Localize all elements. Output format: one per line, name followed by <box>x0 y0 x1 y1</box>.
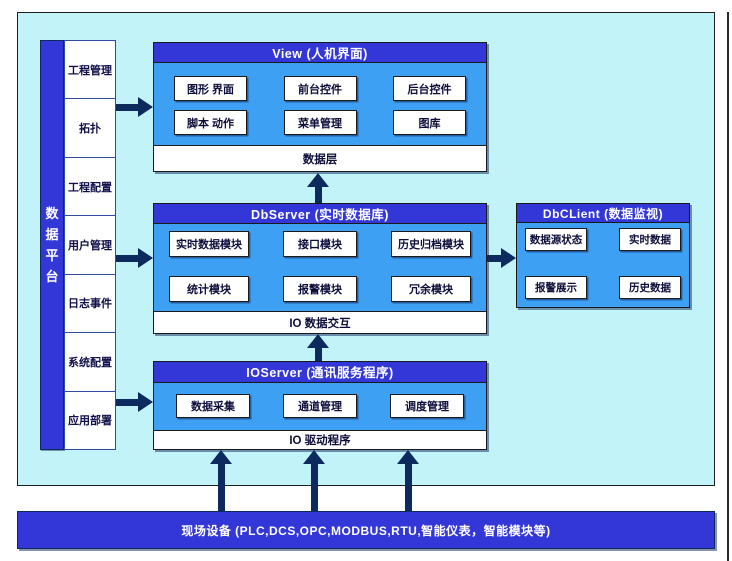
sidebar-item-user-management: 用户管理 <box>64 215 116 275</box>
sidebar-item-system-config: 系统配置 <box>64 332 116 392</box>
module-menu-management: 菜单管理 <box>283 110 357 136</box>
dbserver-box-title: DbServer (实时数据库) <box>154 204 486 225</box>
module-interface: 接口模块 <box>283 231 357 258</box>
data-platform-bar: 数据平台 <box>40 40 64 450</box>
module-redundancy: 冗余模块 <box>391 276 471 303</box>
view-box-body: 图形 界面 前台控件 后台控件 脚本 动作 菜单管理 图库 <box>154 63 486 145</box>
field-devices-label: 现场设备 (PLC,DCS,OPC,MODBUS,RTU,智能仪表，智能模块等) <box>181 523 551 538</box>
arrow-platform-to-view <box>116 97 153 117</box>
dbclient-box-body: 数据源状态 实时数据 报警展示 历史数据 <box>517 223 689 307</box>
module-alarm-display: 报警展示 <box>525 276 587 299</box>
dbclient-box: DbCLient (数据监视) 数据源状态 实时数据 报警展示 历史数据 <box>516 203 690 308</box>
platform-function-list: 工程管理 拓扑 工程配置 用户管理 日志事件 系统配置 应用部署 <box>64 40 116 450</box>
module-realtime-data: 实时数据模块 <box>169 231 249 258</box>
module-channel-management: 通道管理 <box>283 393 357 418</box>
arrow-devices-to-ioserver-middle <box>303 450 325 511</box>
module-dispatch-management: 调度管理 <box>390 393 464 418</box>
dbclient-box-title: DbCLient (数据监视) <box>517 204 689 223</box>
arrow-platform-to-ioserver <box>116 392 153 412</box>
arrow-devices-to-ioserver-left <box>210 450 232 511</box>
arrow-devices-to-ioserver-right <box>397 450 419 511</box>
module-graphic-interface: 图形 界面 <box>174 76 247 102</box>
dbserver-io-exchange: IO 数据交互 <box>154 311 486 333</box>
data-platform-label: 数据平台 <box>45 206 59 284</box>
sidebar-item-app-deploy: 应用部署 <box>64 390 116 450</box>
dbserver-box: DbServer (实时数据库) 实时数据模块 接口模块 历史归档模块 统计模块… <box>153 203 487 334</box>
ioserver-box-body: 数据采集 通道管理 调度管理 <box>154 383 486 430</box>
module-data-acquisition: 数据采集 <box>176 393 250 418</box>
ioserver-box: IOServer (通讯服务程序) 数据采集 通道管理 调度管理 IO 驱动程序 <box>153 361 487 450</box>
arrow-dbserver-to-dbclient <box>487 248 516 268</box>
arrow-platform-to-dbserver <box>116 248 153 268</box>
arrow-ioserver-to-dbserver <box>307 334 329 361</box>
module-realtime-data-view: 实时数据 <box>619 228 681 251</box>
view-box: View (人机界面) 图形 界面 前台控件 后台控件 脚本 动作 菜单管理 图… <box>153 42 487 172</box>
field-devices-bar: 现场设备 (PLC,DCS,OPC,MODBUS,RTU,智能仪表，智能模块等) <box>17 511 715 549</box>
module-history-data-view: 历史数据 <box>619 276 681 299</box>
dbserver-box-body: 实时数据模块 接口模块 历史归档模块 统计模块 报警模块 冗余模块 <box>154 224 486 311</box>
module-statistics: 统计模块 <box>169 276 249 303</box>
frame-right-border <box>727 12 729 561</box>
module-graphic-library: 图库 <box>393 110 466 136</box>
sidebar-item-project-config: 工程配置 <box>64 156 116 217</box>
sidebar-item-project-management: 工程管理 <box>64 40 116 100</box>
ioserver-box-title: IOServer (通讯服务程序) <box>154 362 486 383</box>
module-alarm: 报警模块 <box>283 276 357 303</box>
arrow-dbserver-to-view <box>307 173 329 203</box>
ioserver-io-driver: IO 驱动程序 <box>154 429 486 449</box>
sidebar-item-log-events: 日志事件 <box>64 273 116 334</box>
view-data-layer: 数据层 <box>154 145 486 171</box>
module-history-archive: 历史归档模块 <box>391 231 471 258</box>
sidebar-item-topology: 拓扑 <box>64 98 116 158</box>
module-front-controls: 前台控件 <box>283 76 357 102</box>
module-script-actions: 脚本 动作 <box>174 110 247 136</box>
module-datasource-status: 数据源状态 <box>525 228 587 251</box>
module-back-controls: 后台控件 <box>393 76 466 102</box>
view-box-title: View (人机界面) <box>154 43 486 64</box>
